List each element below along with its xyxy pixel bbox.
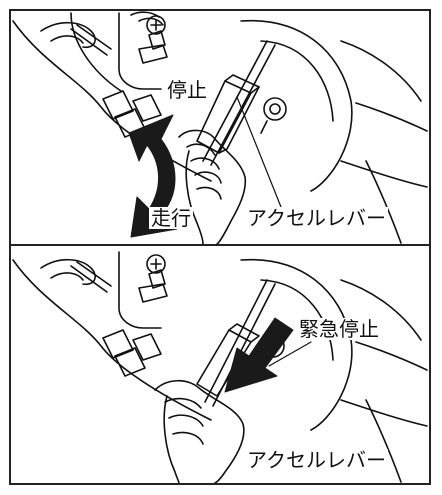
- label-stop: 停止: [165, 78, 209, 102]
- label-emergency-stop: 緊急停止: [297, 317, 381, 341]
- label-accel-lever-bottom: アクセルレバー: [245, 448, 388, 472]
- label-run: 走行: [149, 206, 193, 230]
- double-arrow-icon: [128, 114, 178, 238]
- top-illustration: 停止 走行 アクセルレバー: [11, 11, 429, 244]
- panel-divider: [11, 244, 429, 246]
- bottom-drawing: [12, 251, 428, 483]
- bottom-illustration: 緊急停止 アクセルレバー: [11, 246, 429, 483]
- figure-frame: 停止 走行 アクセルレバー: [9, 9, 431, 485]
- top-drawing: [12, 11, 428, 244]
- push-arrow-icon: [224, 317, 294, 393]
- label-accel-lever-top: アクセルレバー: [245, 206, 388, 230]
